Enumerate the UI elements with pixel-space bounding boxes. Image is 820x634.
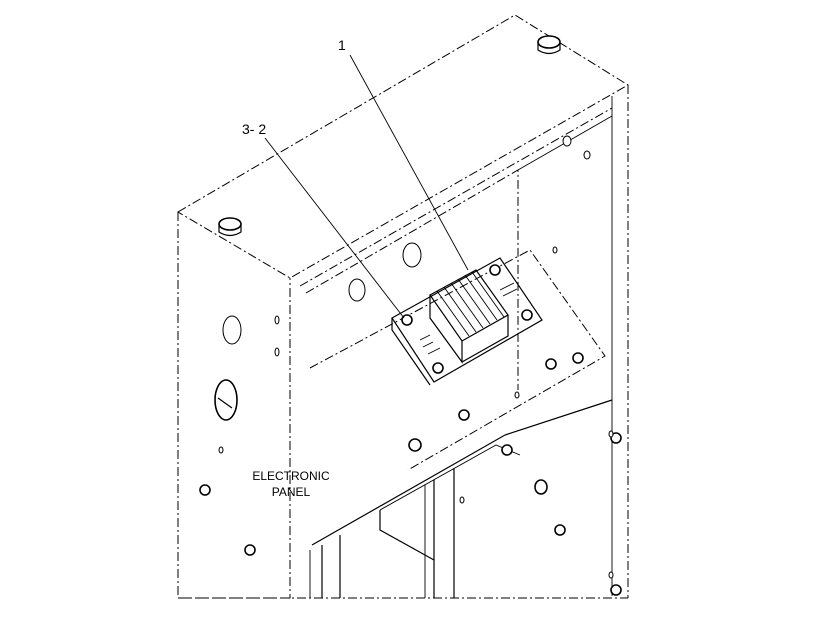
panel-label-line1: ELECTRONIC (252, 469, 330, 483)
back-panel-holes (348, 135, 622, 596)
electronic-module (391, 257, 543, 386)
enclosure (177, 14, 629, 599)
panel-label-line2: PANEL (272, 485, 311, 499)
callout-leaders (264, 54, 469, 319)
side-panel-holes (199, 315, 280, 556)
callout-label-1: 1 (338, 37, 346, 53)
callout-label-3-2: 3- 2 (242, 121, 266, 137)
top-bolts (218, 35, 561, 237)
